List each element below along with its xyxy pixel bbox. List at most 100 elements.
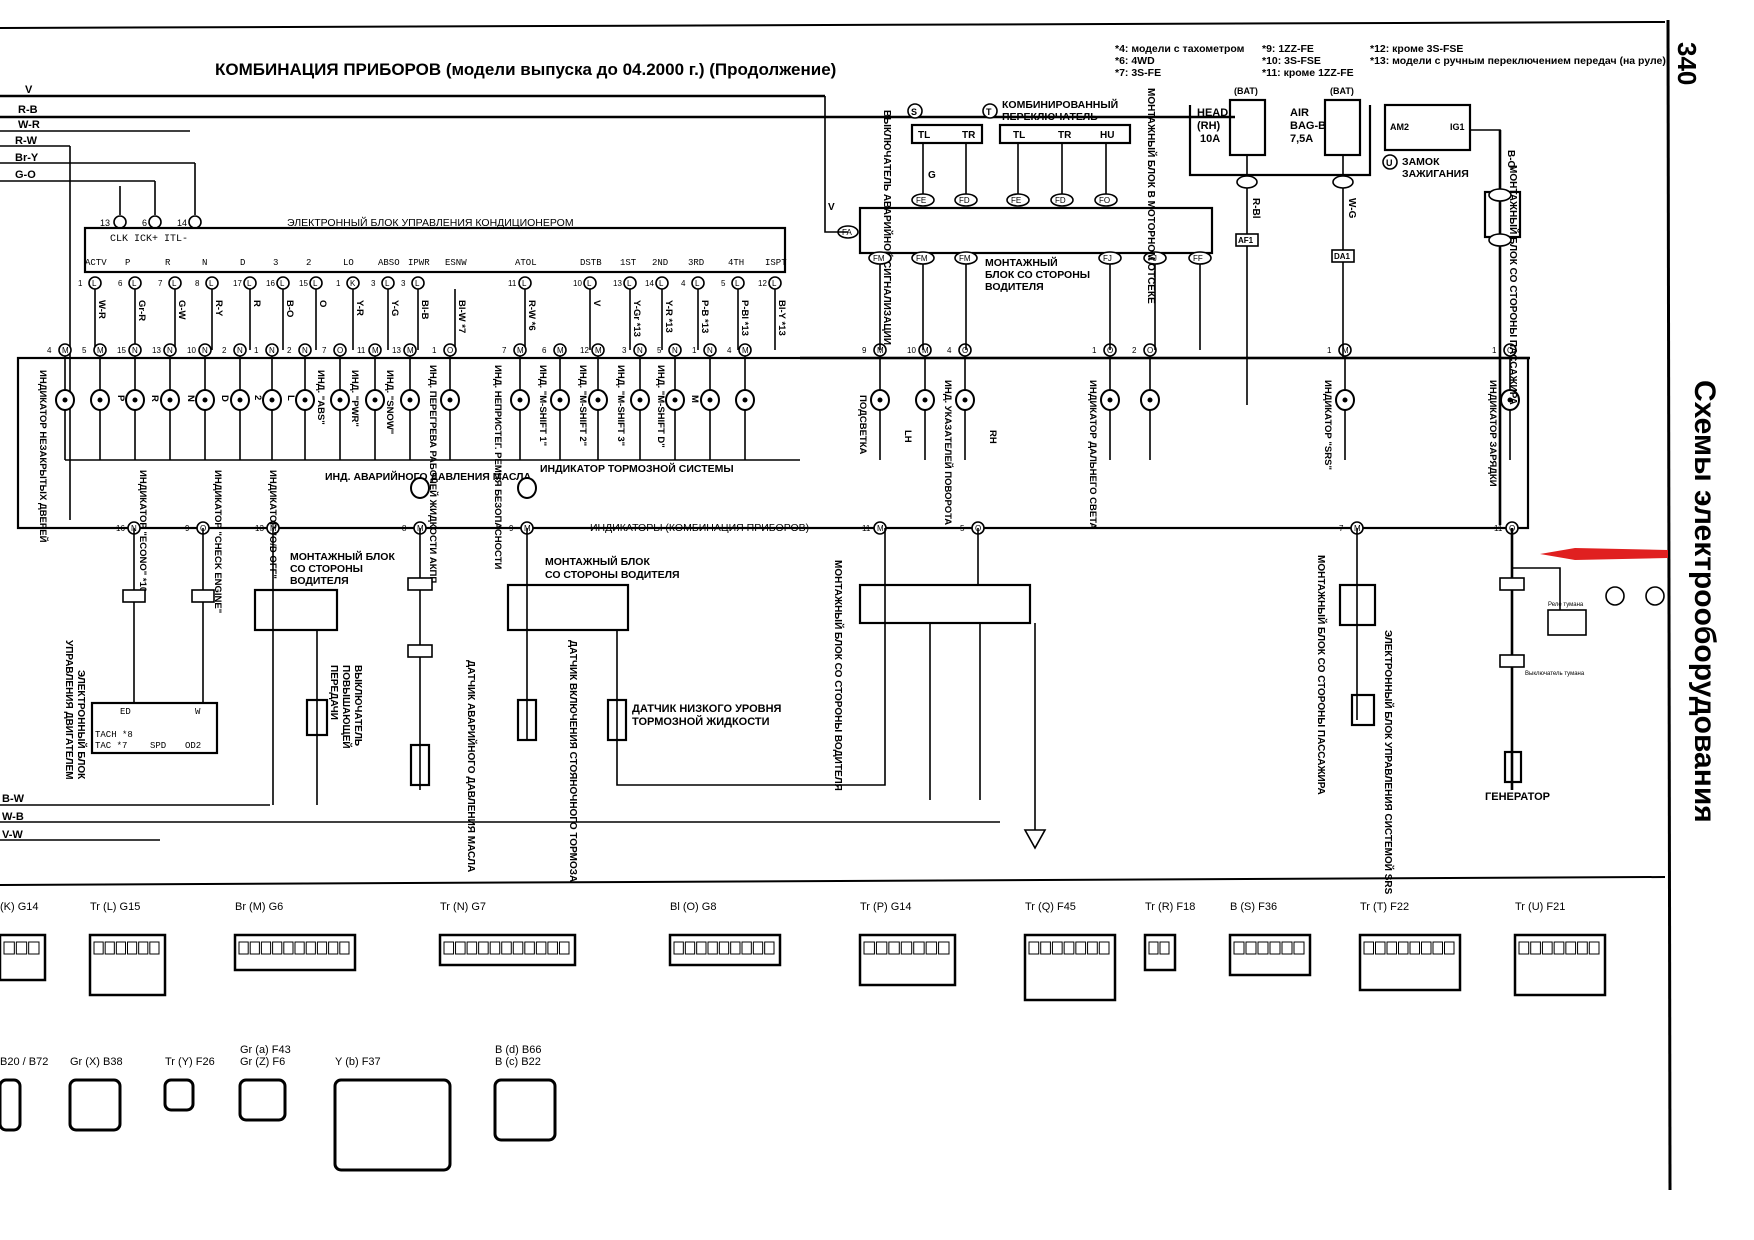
page-title: КОМБИНАЦИЯ ПРИБОРОВ (модели выпуска до 0… bbox=[215, 60, 836, 79]
engine-junction-block: МОНТАЖНЫЙ БЛОК В МОТОРНОМ ОТСЕКЕ HEAD(RH… bbox=[1145, 86, 1372, 405]
connector-pin-cell bbox=[1518, 941, 1530, 955]
ecu-terminal-name: ESNW bbox=[445, 258, 467, 268]
connector-id: M bbox=[557, 346, 564, 355]
svg-text:AF1: AF1 bbox=[1238, 236, 1254, 245]
lamp-filament bbox=[742, 397, 748, 403]
jb-connector bbox=[1094, 193, 1118, 207]
ignition-switch: AM2 IG1 U ЗАМОК ЗАЖИГАНИЯ bbox=[1382, 103, 1501, 190]
connector-label: (K) G14 bbox=[0, 901, 39, 913]
lamp-label: ИНД. "ABS" bbox=[315, 370, 326, 425]
svg-text:МОНТАЖНЫЙ БЛОК: МОНТАЖНЫЙ БЛОК bbox=[290, 550, 395, 563]
connector-label: Tr (R) F18 bbox=[1145, 901, 1195, 913]
connector-pin-cell bbox=[478, 941, 489, 955]
connector-id: L bbox=[659, 279, 664, 288]
connector-label: Gr (X) B38 bbox=[70, 1056, 123, 1068]
pin-number: 1 bbox=[432, 346, 437, 355]
connector-id: O bbox=[447, 346, 453, 355]
lamp-label: 2 bbox=[252, 395, 263, 400]
connector-pin-cell bbox=[535, 941, 547, 955]
connector-pin-cell bbox=[684, 941, 696, 955]
pin-number: 9 bbox=[509, 524, 514, 533]
svg-text:6: 6 bbox=[142, 218, 147, 228]
connector-icon bbox=[238, 1078, 287, 1122]
connector-label: Tr (P) G14 bbox=[860, 901, 912, 913]
connector-label: Tr (T) F22 bbox=[1360, 901, 1409, 913]
connector-id: L bbox=[280, 279, 285, 288]
driver-junction-block-3: МОНТАЖНЫЙ БЛОК СО СТОРОНЫ ВОДИТЕЛЯ bbox=[832, 528, 1047, 850]
pin-number: 4 bbox=[947, 346, 952, 355]
lamp-filament bbox=[707, 397, 713, 403]
connector-pin-cell bbox=[3, 941, 15, 955]
connector-pin-cell bbox=[558, 941, 570, 955]
connector-label: Tr (N) G7 bbox=[440, 901, 486, 913]
svg-text:W-G: W-G bbox=[1346, 198, 1357, 219]
connector-pin-cell bbox=[501, 941, 512, 955]
connector-pin-cell bbox=[489, 941, 501, 955]
connector-pin-cell bbox=[1553, 941, 1565, 955]
connector-label: B20 / B72 bbox=[0, 1056, 48, 1068]
svg-text:МОНТАЖНЫЙ БЛОК СО СТОРОНЫ ПАСС: МОНТАЖНЫЙ БЛОК СО СТОРОНЫ ПАССАЖИРА bbox=[1315, 555, 1328, 795]
pin-number: 13 bbox=[392, 346, 401, 355]
pin-number: 1 bbox=[692, 346, 697, 355]
connector-icon bbox=[668, 933, 782, 967]
separator-line bbox=[0, 876, 1666, 886]
svg-text:TAC *7: TAC *7 bbox=[95, 741, 127, 751]
pin-number: 5 bbox=[657, 346, 662, 355]
lamp-filament bbox=[672, 397, 678, 403]
pin-number: 3 bbox=[401, 279, 406, 288]
upshift-switch: ВЫКЛЮЧАТЕЛЬ ПОВЫШАЮЩЕЙ ПЕРЕДАЧИ bbox=[305, 665, 363, 749]
pin-number: 4 bbox=[727, 346, 732, 355]
wire-color-label: Y-R bbox=[354, 300, 365, 316]
svg-text:МОНТАЖНЫЙ БЛОК СО СТОРОНЫ ПАСС: МОНТАЖНЫЙ БЛОК СО СТОРОНЫ ПАССАЖИРА bbox=[1507, 165, 1520, 405]
lamp-filament bbox=[372, 397, 378, 403]
pin-number: 13 bbox=[255, 524, 264, 533]
parking-brake-sensor: ДАТЧИК ВКЛЮЧЕНИЯ СТОЯНОЧНОГО ТОРМОЗА bbox=[516, 640, 578, 882]
svg-text:Выключатель тумана: Выключатель тумана bbox=[1525, 671, 1585, 677]
svg-text:(BAT): (BAT) bbox=[1330, 86, 1354, 96]
connector-id: L bbox=[735, 279, 740, 288]
connector-pin-cell bbox=[1028, 941, 1040, 955]
lamp-label: ИНД. НЕПРИСТЕГ. РЕМНЯ БЕЗОПАСНОСТИ bbox=[492, 365, 503, 569]
connector-pin-cell bbox=[547, 941, 558, 955]
pin-number: 3 bbox=[371, 279, 376, 288]
left-bus-bottom: B-W W-B V-W bbox=[0, 793, 1000, 841]
svg-text:HEAD: HEAD bbox=[1197, 107, 1228, 119]
generator-circuit: ГЕНЕРАТОР Реле тумана Выключатель тумана bbox=[1485, 528, 1668, 803]
connector-pin-cell bbox=[28, 941, 40, 955]
ecu-terminal-name: D bbox=[240, 258, 245, 268]
svg-text:V: V bbox=[25, 84, 33, 96]
connector-pin-cell bbox=[466, 941, 478, 955]
connector-pin-cell bbox=[1577, 941, 1588, 955]
connector-icon bbox=[163, 1078, 195, 1112]
lamp-label: ИНДИКАТОР "CHECK ENGINE" bbox=[212, 470, 223, 613]
connector-id: FJ bbox=[1148, 254, 1157, 263]
wire-color-label: Bl-Y *13 bbox=[776, 300, 787, 336]
connector-pin-cell bbox=[1233, 941, 1245, 955]
connector-pin-cell bbox=[149, 941, 160, 955]
connector-pin-cell bbox=[730, 941, 741, 955]
connector-id: N bbox=[302, 346, 308, 355]
connector-pin-cell bbox=[512, 941, 524, 955]
lamp-label: ИНДИКАТОР "SRS" bbox=[1322, 380, 1333, 470]
lamp-label: ИНДИКАТОР "ECONO" *10 bbox=[137, 470, 148, 592]
pin-number: 11 bbox=[508, 279, 517, 288]
connector-id: L bbox=[587, 279, 592, 288]
svg-text:КОМБИНИРОВАННЫЙ: КОМБИНИРОВАННЫЙ bbox=[1002, 98, 1118, 111]
lamp-filament bbox=[62, 397, 68, 403]
jb-connector bbox=[911, 193, 935, 207]
wire-color-label: P-B *13 bbox=[699, 300, 710, 333]
lamp-label: ИНДИКАТОР НЕЗАКРЫТЫХ ДВЕРЕЙ bbox=[37, 370, 49, 543]
svg-text:*12: кроме 3S-FSE: *12: кроме 3S-FSE bbox=[1370, 43, 1463, 55]
ecu-terminal-name: P bbox=[125, 258, 130, 268]
pin-number: 14 bbox=[645, 279, 654, 288]
connector-label: B (S) F36 bbox=[1230, 901, 1277, 913]
pin-number: 9 bbox=[185, 524, 190, 533]
right-border bbox=[1666, 19, 1672, 1191]
lamp-label: ИНД. "M-SHIFT 3" bbox=[615, 365, 626, 446]
cluster-pin bbox=[873, 521, 887, 535]
connector-pin-cell bbox=[1375, 941, 1386, 955]
lamp-filament bbox=[132, 397, 138, 403]
svg-text:G: G bbox=[928, 170, 936, 181]
driver-junction-block-2: МОНТАЖНЫЙ БЛОК СО СТОРОНЫ ВОДИТЕЛЯ bbox=[506, 528, 680, 775]
lamp-filament bbox=[922, 397, 928, 403]
